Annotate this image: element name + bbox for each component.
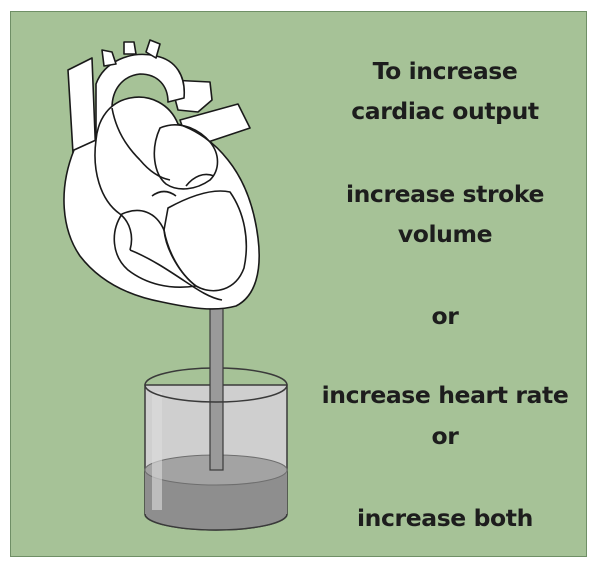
caption-line-3: increase stroke [300,175,589,213]
caption-line-2: cardiac output [300,92,589,130]
heart-illustration [64,40,259,309]
caption-line-7: or [300,417,589,455]
caption-line-4: volume [300,215,589,253]
heart-rod [210,300,223,470]
caption-line-1: To increase [300,52,589,90]
caption-line-5: or [300,297,589,335]
caption-line-6: increase heart rate [300,376,589,414]
beaker-highlight [152,392,162,510]
caption-line-8: increase both [300,499,589,537]
